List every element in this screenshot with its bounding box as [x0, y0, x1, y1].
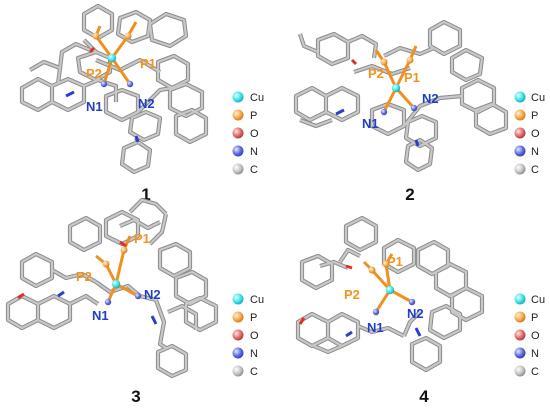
- legend-swatch-n: [514, 145, 526, 157]
- legend-swatch-c: [232, 365, 244, 377]
- legend-label-o: O: [250, 128, 259, 140]
- legend-label-cu: Cu: [531, 92, 545, 104]
- phosphorus-atom: [120, 246, 128, 254]
- legend-label-cu: Cu: [250, 294, 264, 306]
- legend-label-p: P: [250, 312, 257, 324]
- legend-label-c: C: [531, 164, 539, 176]
- phosphorus-atom: [124, 32, 132, 40]
- legend-swatch-cu: [232, 91, 244, 103]
- molecule-2-atoms: [380, 56, 418, 116]
- legend-label-c: C: [531, 366, 539, 378]
- atom-label-p1: P1: [404, 70, 420, 85]
- legend-swatch-cu: [232, 293, 244, 305]
- panel-4: P2 P1 N1 N2 Cu P O N C 4: [295, 215, 545, 406]
- molecule-4-atoms: [368, 260, 416, 316]
- legend-swatch-cu: [514, 91, 526, 103]
- phosphorus-atom: [368, 266, 376, 274]
- phosphorus-atom: [380, 58, 388, 66]
- copper-atom: [111, 279, 121, 289]
- legend-1: Cu P O N C: [232, 91, 264, 176]
- legend-swatch-n: [232, 145, 244, 157]
- atom-label-n2: N2: [407, 306, 424, 321]
- atom-label-n1: N1: [362, 116, 379, 131]
- legend-label-o: O: [531, 128, 540, 140]
- legend-label-cu: Cu: [531, 294, 545, 306]
- panel-3: P2 P1 N1 N2 Cu P O N C 3: [5, 197, 264, 406]
- atom-label-p2: P2: [86, 66, 102, 81]
- legend-label-o: O: [250, 330, 259, 342]
- legend-swatch-o: [514, 127, 526, 139]
- molecule-1-atoms: [92, 32, 134, 88]
- atom-label-p1: P1: [134, 231, 150, 246]
- legend-swatch-p: [232, 109, 244, 121]
- legend-label-n: N: [250, 146, 258, 158]
- legend-label-cu: Cu: [250, 92, 264, 104]
- phosphorus-atom: [406, 56, 414, 64]
- legend-swatch-c: [232, 163, 244, 175]
- atom-label-p2: P2: [368, 66, 384, 81]
- legend-swatch-c: [514, 163, 526, 175]
- compound-number-4: 4: [419, 387, 429, 406]
- legend-swatch-n: [232, 347, 244, 359]
- legend-2: Cu P O N C: [514, 91, 545, 176]
- phosphorus-atom: [102, 260, 110, 268]
- atom-label-p1: P1: [387, 254, 403, 269]
- legend-label-c: C: [250, 366, 258, 378]
- molecule-4-skeleton: [295, 215, 485, 373]
- legend-label-c: C: [250, 164, 258, 176]
- molecule-3-skeleton: [5, 197, 219, 379]
- nitrogen-atom: [380, 108, 388, 116]
- molecule-2-skeleton: [293, 19, 509, 173]
- atom-label-n1: N1: [367, 320, 384, 335]
- molecule-3-atoms: [102, 246, 142, 306]
- phosphorus-atom: [382, 260, 390, 268]
- atom-label-p2: P2: [76, 269, 92, 284]
- compound-number-2: 2: [405, 185, 414, 204]
- atom-label-n1: N1: [92, 308, 109, 323]
- legend-swatch-o: [514, 329, 526, 341]
- atom-label-p2: P2: [344, 287, 360, 302]
- legend-label-n: N: [531, 146, 539, 158]
- atom-label-n2: N2: [144, 287, 161, 302]
- legend-label-p: P: [250, 110, 257, 122]
- legend-label-p: P: [531, 110, 538, 122]
- legend-swatch-o: [232, 329, 244, 341]
- panel-1: P2 P1 N1 N2 Cu P O N C 1: [19, 3, 264, 204]
- legend-swatch-p: [232, 311, 244, 323]
- nitrogen-atom: [410, 104, 418, 112]
- legend-label-n: N: [531, 348, 539, 360]
- panel-2: P2 P1 N1 N2 Cu P O N C 2: [293, 19, 545, 204]
- nitrogen-atom: [372, 308, 380, 316]
- compound-number-1: 1: [141, 185, 150, 204]
- legend-swatch-o: [232, 127, 244, 139]
- copper-atom: [385, 285, 395, 295]
- molecule-1-skeleton: [19, 3, 209, 175]
- legend-label-n: N: [250, 348, 258, 360]
- legend-label-o: O: [531, 330, 540, 342]
- legend-4: Cu P O N C: [514, 293, 545, 378]
- legend-swatch-c: [514, 365, 526, 377]
- atom-label-n2: N2: [422, 91, 439, 106]
- phosphorus-atom: [92, 32, 100, 40]
- nitrogen-atom: [126, 80, 134, 88]
- copper-atom: [107, 53, 117, 63]
- legend-label-p: P: [531, 312, 538, 324]
- atom-label-p1: P1: [140, 56, 156, 71]
- nitrogen-atom: [408, 298, 416, 306]
- legend-swatch-p: [514, 109, 526, 121]
- nitrogen-atom: [134, 292, 142, 300]
- copper-atom: [391, 83, 401, 93]
- legend-3: Cu P O N C: [232, 293, 264, 378]
- nitrogen-atom: [100, 80, 108, 88]
- atom-label-n1: N1: [86, 99, 103, 114]
- legend-swatch-cu: [514, 293, 526, 305]
- compound-number-3: 3: [131, 387, 140, 406]
- legend-swatch-n: [514, 347, 526, 359]
- legend-swatch-p: [514, 311, 526, 323]
- nitrogen-atom: [104, 298, 112, 306]
- atom-label-n2: N2: [138, 96, 155, 111]
